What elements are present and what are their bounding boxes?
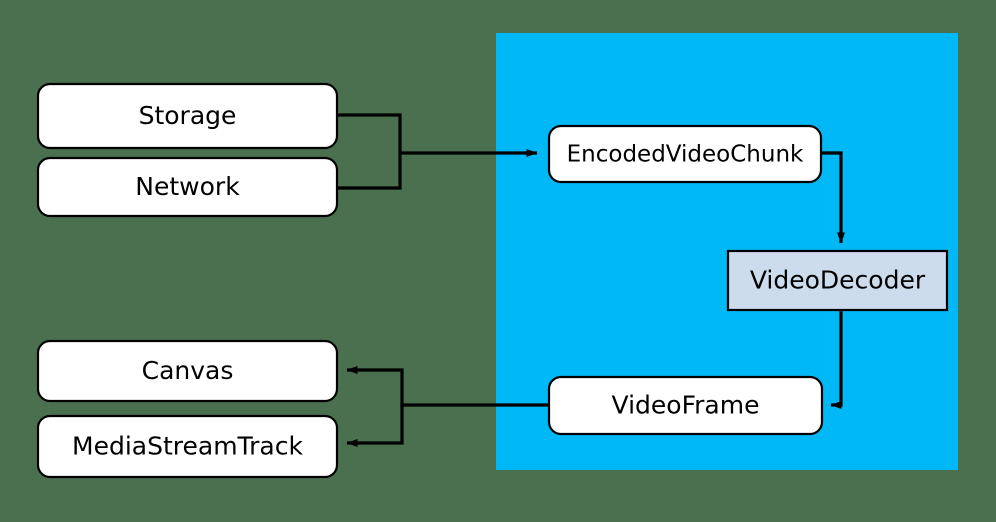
node-shape-videodecoder[interactable] [726, 249, 949, 312]
node-canvas[interactable]: Canvas [36, 339, 339, 403]
edge-network-to-encodedvideochunk [337, 153, 402, 190]
node-label-storage: Storage [139, 101, 237, 130]
node-shape-videoframe[interactable] [547, 375, 824, 436]
edge-storage-to-encodedvideochunk [337, 113, 538, 157]
node-videoframe[interactable]: VideoFrame [547, 375, 824, 436]
node-shape-mediastreamtrack[interactable] [36, 414, 339, 479]
node-storage[interactable]: Storage [36, 82, 339, 150]
node-label-encodedvideochunk: EncodedVideoChunk [567, 142, 804, 168]
node-shape-canvas[interactable] [36, 339, 339, 403]
node-mediastreamtrack[interactable]: MediaStreamTrack [36, 414, 339, 479]
node-shape-encodedvideochunk[interactable] [547, 124, 823, 184]
node-network[interactable]: Network [36, 156, 339, 218]
node-label-videodecoder: VideoDecoder [750, 266, 926, 295]
node-label-canvas: Canvas [142, 356, 234, 385]
node-label-network: Network [135, 172, 240, 201]
edge-videodecoder-to-videoframe [830, 310, 843, 409]
edge-encodedvideochunk-to-videodecoder [821, 151, 845, 244]
edges-layer [337, 113, 845, 447]
node-label-mediastreamtrack: MediaStreamTrack [72, 432, 303, 461]
node-label-videoframe: VideoFrame [612, 391, 760, 420]
node-videodecoder[interactable]: VideoDecoder [726, 249, 949, 312]
node-encodedvideochunk[interactable]: EncodedVideoChunk [547, 124, 823, 184]
edge-videoframe-to-mediastreamtrack [346, 405, 404, 447]
node-shape-network[interactable] [36, 156, 339, 218]
node-shape-storage[interactable] [36, 82, 339, 150]
edge-videoframe-to-canvas [346, 366, 549, 407]
